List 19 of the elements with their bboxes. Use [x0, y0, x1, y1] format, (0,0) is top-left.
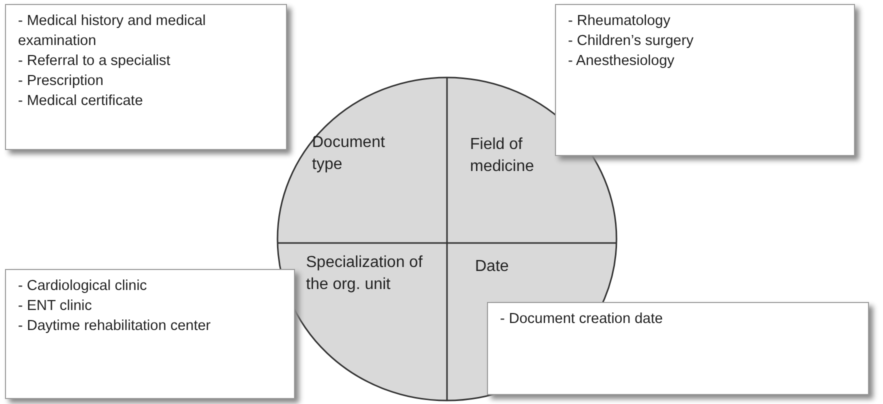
text-box [5, 4, 287, 150]
list-item: - Medical history and medical examination [18, 12, 207, 51]
text-box [487, 302, 869, 395]
list-item: - Referral to a specialist [18, 52, 172, 71]
list-item: - Daytime rehabilitation center [18, 317, 212, 336]
text-box [5, 269, 295, 399]
list-item: - Children’s surgery [568, 32, 694, 51]
quadrant-label: Specialization of the org. unit [306, 252, 424, 322]
list-item: - Document creation date [500, 310, 664, 329]
list-item: - Rheumatology [568, 12, 672, 31]
list-item: - Anesthesiology [568, 52, 676, 71]
list-item: - Cardiological clinic [18, 277, 148, 296]
quadrant-label: Field of medicine [470, 134, 555, 184]
text-box [555, 4, 855, 156]
list-item: - Prescription [18, 72, 104, 91]
quadrant-label: Document type [312, 132, 402, 182]
list-item: - ENT clinic [18, 297, 93, 316]
quadrant-label: Date [475, 256, 535, 286]
list-item: - Medical certificate [18, 92, 144, 111]
